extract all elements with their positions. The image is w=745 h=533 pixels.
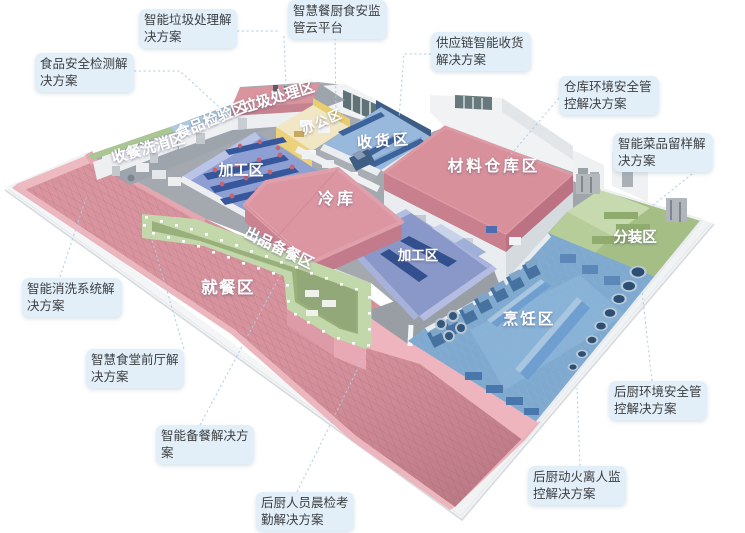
svg-text:收货区: 收货区 — [356, 130, 411, 152]
svg-text:烹饪区: 烹饪区 — [503, 309, 556, 328]
svg-text:加工区: 加工区 — [397, 248, 439, 263]
svg-text:冷库: 冷库 — [318, 189, 356, 208]
svg-text:分装区: 分装区 — [613, 228, 657, 246]
svg-text:加工区: 加工区 — [217, 162, 263, 179]
svg-text:就餐区: 就餐区 — [201, 277, 255, 297]
svg-text:材料仓库区: 材料仓库区 — [448, 156, 541, 175]
